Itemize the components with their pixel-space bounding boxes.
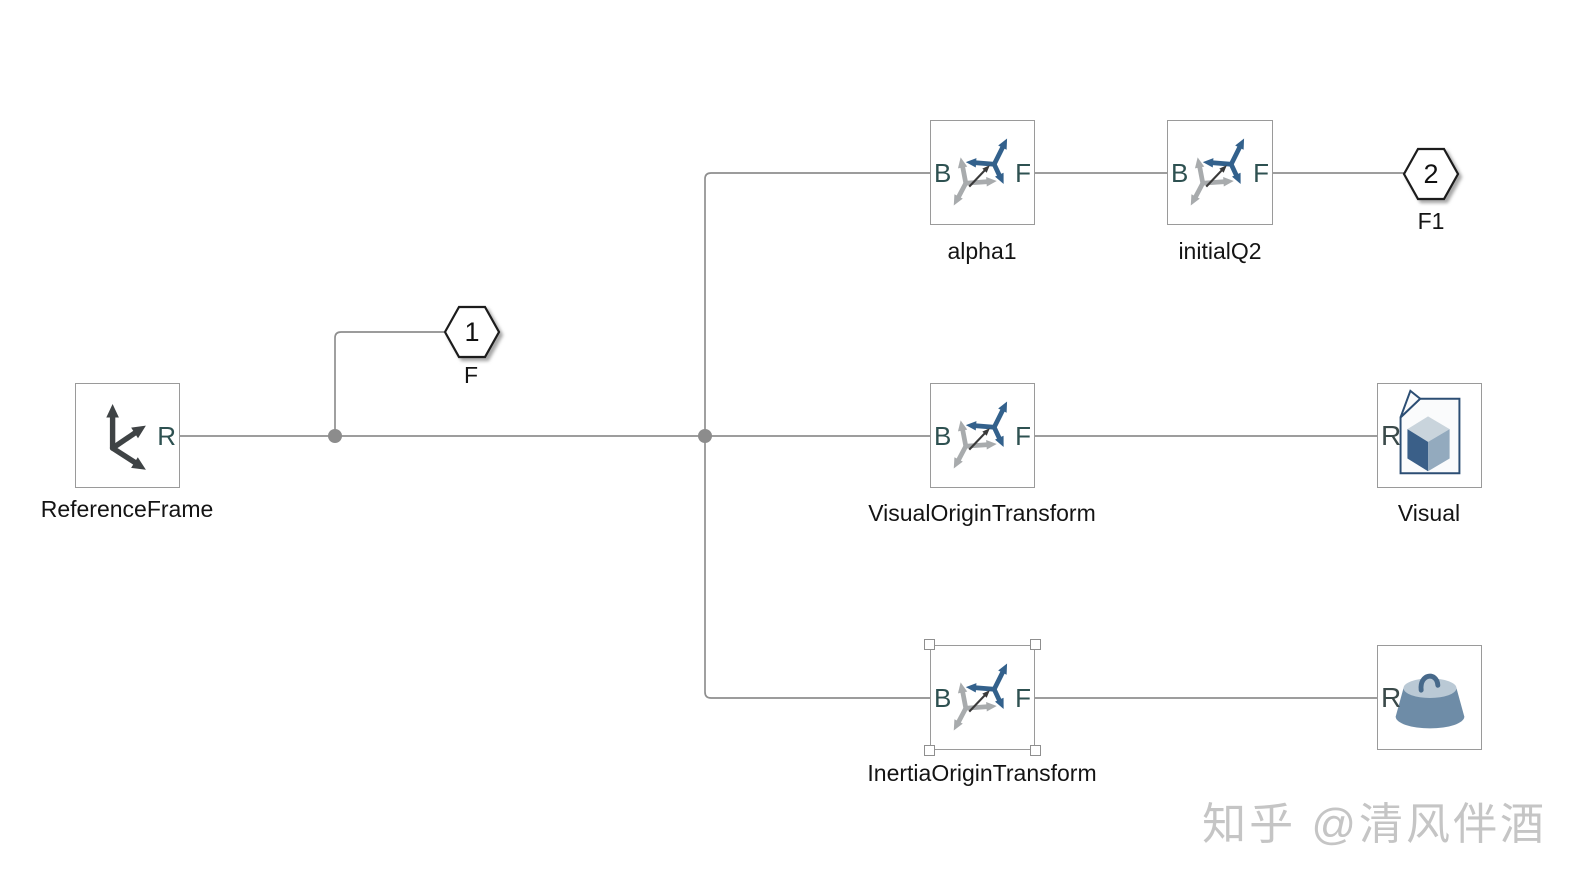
connection-port-2-hexagon[interactable] bbox=[1402, 146, 1460, 202]
block-reference-frame[interactable]: R bbox=[75, 383, 180, 488]
port-label-r: R bbox=[1381, 681, 1402, 713]
rigid-transform-icon bbox=[953, 138, 1008, 206]
block-name-alpha1[interactable]: alpha1 bbox=[947, 238, 1017, 264]
connection-port-1-hexagon[interactable] bbox=[443, 304, 501, 360]
port-label-r: R bbox=[157, 420, 176, 451]
port-label-b: B bbox=[934, 682, 952, 713]
port-label-f: F bbox=[1253, 157, 1269, 188]
port-label-f: F bbox=[1015, 157, 1031, 188]
file-solid-cube-icon bbox=[1399, 389, 1461, 475]
port-label-b: B bbox=[934, 157, 952, 188]
port-label-f: F bbox=[1015, 420, 1031, 451]
wire-junction-dot bbox=[328, 429, 342, 443]
wire-branch-to-alpha1[interactable] bbox=[704, 172, 930, 436]
selection-handle-bottom-right[interactable] bbox=[1030, 745, 1041, 756]
port-label-b: B bbox=[1171, 157, 1189, 188]
rigid-transform-icon bbox=[953, 401, 1008, 469]
world-frame-icon bbox=[106, 404, 146, 470]
port-label-f: F bbox=[1015, 682, 1031, 713]
wire-junction-dot bbox=[698, 429, 712, 443]
block-visual-origin-transform[interactable]: B F bbox=[930, 383, 1035, 488]
block-name-visual[interactable]: Visual bbox=[1397, 500, 1461, 526]
selection-handle-bottom-left[interactable] bbox=[924, 745, 935, 756]
block-visual[interactable]: R bbox=[1377, 383, 1482, 488]
rigid-transform-icon bbox=[1190, 138, 1245, 206]
rigid-transform-icon bbox=[953, 663, 1008, 731]
connection-port-2-number: 2 bbox=[1423, 158, 1439, 189]
block-alpha1[interactable]: B F bbox=[930, 120, 1035, 225]
selection-handle-top-right[interactable] bbox=[1030, 639, 1041, 650]
port-label-b: B bbox=[934, 420, 952, 451]
selection-handle-top-left[interactable] bbox=[924, 639, 935, 650]
connection-port-2-label[interactable]: F1 bbox=[1417, 208, 1445, 234]
block-inertia[interactable]: R bbox=[1377, 645, 1482, 750]
block-name-visual-origin-transform[interactable]: VisualOriginTransform bbox=[868, 500, 1096, 526]
block-name-initialq2[interactable]: initialQ2 bbox=[1178, 238, 1262, 264]
connection-port-1-number: 1 bbox=[464, 316, 480, 347]
wire-branch-to-port-f[interactable] bbox=[334, 331, 444, 436]
inertia-weight-icon bbox=[1395, 673, 1465, 729]
wire-branch-to-inertiatransform[interactable] bbox=[704, 436, 930, 699]
block-name-reference-frame[interactable]: ReferenceFrame bbox=[40, 496, 214, 522]
block-inertia-origin-transform[interactable]: B F bbox=[924, 639, 1041, 756]
block-initialq2[interactable]: B F bbox=[1167, 120, 1273, 225]
zhihu-watermark: 知乎 @清风伴酒 bbox=[1202, 800, 1547, 849]
block-name-inertia-origin-transform[interactable]: InertiaOriginTransform bbox=[867, 760, 1097, 786]
port-label-r: R bbox=[1381, 419, 1402, 451]
connection-port-1-label[interactable]: F bbox=[463, 362, 479, 388]
